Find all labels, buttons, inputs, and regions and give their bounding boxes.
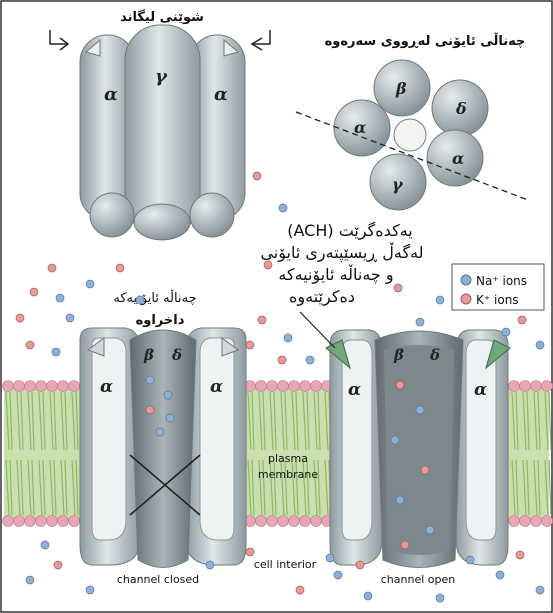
closed-alpha-right: α <box>210 377 223 397</box>
subunit-alpha-left: α <box>104 84 118 105</box>
closed-alpha-left: α <box>100 377 113 397</box>
subunit-alpha-right: α <box>214 84 228 105</box>
channel-open-shape: α β δ α <box>300 312 510 568</box>
na-ion-swatch <box>461 275 471 285</box>
open-delta: δ <box>429 346 440 364</box>
cell-interior-label: cell interior <box>254 558 317 571</box>
plasma-label: plasma <box>268 452 308 465</box>
ion-legend: Na⁺ ions K⁺ ions <box>452 264 544 310</box>
open-beta: β <box>393 346 404 364</box>
svg-text:لەگەڵ ڕیسێپتەری ئایۆنی: لەگەڵ ڕیسێپتەری ئایۆنی <box>260 242 423 263</box>
svg-text:(ACH) یەکدەگرێت: (ACH) یەکدەگرێت <box>287 221 412 241</box>
k-ion-swatch <box>461 294 471 304</box>
top-delta: δ <box>455 99 467 118</box>
closed-title-1: چەناڵە ئایۆنیەکە <box>113 289 196 306</box>
top-alpha-right: α <box>452 149 464 168</box>
legend-na: Na⁺ ions <box>476 274 527 288</box>
top-view-label: چەناڵی ئایۆنی لەڕووی سەرەوە <box>325 32 526 49</box>
svg-text:دەکرێتەوە: دەکرێتەوە <box>289 287 355 307</box>
channel-closed-shape: α β δ α <box>80 328 246 568</box>
ligand-site-label: شوێنی لیگاند <box>120 9 204 25</box>
closed-delta: δ <box>171 346 182 364</box>
top-gamma: γ <box>392 175 404 194</box>
channel-open-label: channel open <box>381 573 456 586</box>
top-alpha-left: α <box>354 118 366 137</box>
legend-k: K⁺ ions <box>476 293 519 307</box>
open-alpha-right: α <box>474 380 487 400</box>
membrane-label: membrane <box>258 468 318 481</box>
subunit-gamma: γ <box>155 66 168 87</box>
closed-beta: β <box>143 346 154 364</box>
svg-text:و چەناڵە ئایۆنیەکە: و چەناڵە ئایۆنیەکە <box>278 264 393 285</box>
open-alpha-left: α <box>348 380 361 400</box>
closed-title-2: داخراوە <box>136 313 185 328</box>
channel-closed-label: channel closed <box>117 573 199 586</box>
top-beta: β <box>395 79 407 98</box>
